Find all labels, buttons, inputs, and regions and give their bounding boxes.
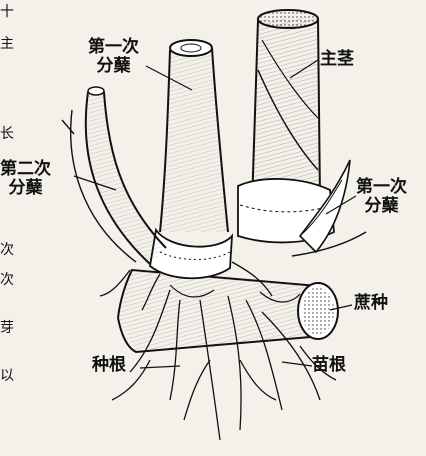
first-tiller-top (150, 40, 232, 278)
leader-shoot-root (282, 362, 312, 366)
label-main-stem: 主茎 (320, 50, 354, 69)
label-second-tiller: 第二次 分蘖 (0, 160, 51, 198)
svg-text:次: 次 (0, 272, 14, 288)
label-seed-cane: 蔗种 (354, 294, 388, 313)
svg-text:芽: 芽 (0, 320, 14, 336)
svg-text:次: 次 (0, 242, 14, 258)
label-seed-root: 种根 (92, 356, 126, 375)
label-first-tiller-top: 第一次 分蘖 (88, 38, 139, 76)
svg-text:十: 十 (0, 4, 14, 20)
main-stem (238, 10, 334, 242)
svg-text:长: 长 (0, 126, 14, 142)
svg-text:主: 主 (0, 36, 14, 52)
label-shoot-root: 苗根 (312, 356, 346, 375)
label-second-tiller-line1: 第二次 (0, 160, 51, 179)
label-first-tiller-right-line1: 第一次 (356, 178, 407, 197)
label-first-tiller-right: 第一次 分蘖 (356, 178, 407, 216)
svg-text:以: 以 (0, 368, 14, 384)
label-first-tiller-top-line1: 第一次 (88, 38, 139, 57)
label-first-tiller-top-line2: 分蘖 (88, 57, 139, 76)
label-first-tiller-right-line2: 分蘖 (356, 197, 407, 216)
label-second-tiller-line2: 分蘖 (0, 179, 51, 198)
second-tiller (62, 87, 166, 264)
